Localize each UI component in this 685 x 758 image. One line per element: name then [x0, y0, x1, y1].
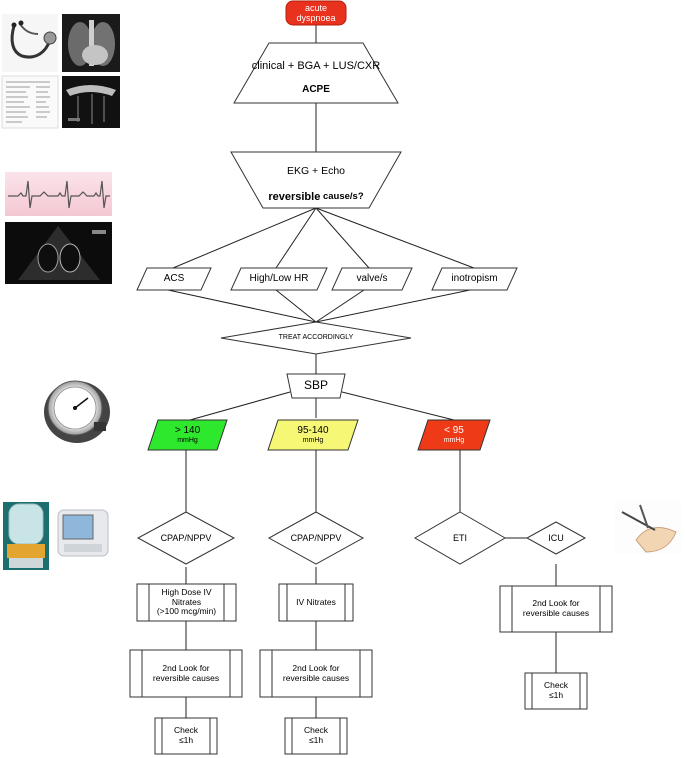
echocardiogram-photo	[5, 222, 112, 284]
cause-hr-shape	[230, 267, 328, 291]
stethoscope-photo	[2, 14, 58, 72]
start-label: acute dyspnoea	[296, 2, 336, 23]
sbp-high-text: > 140 mmHg	[148, 421, 227, 449]
cpap-helmet-photo	[3, 502, 49, 570]
cpap-label-1: CPAP/NPPV	[160, 532, 212, 543]
therapy-box-2	[278, 583, 354, 622]
look-label-1: 2nd Look for reversible causes	[152, 662, 220, 683]
assessment-trapezoid	[233, 42, 399, 104]
intubation-photo	[614, 500, 682, 554]
ventilator-photo	[53, 506, 111, 566]
connector-lines	[167, 24, 557, 718]
sbp-high-unit: mmHg	[177, 436, 198, 444]
therapy-box-1	[136, 583, 237, 622]
cause-inotropism-shape	[431, 267, 518, 291]
assessment-text: clinical + BGA + LUS/CXR	[251, 59, 381, 72]
check-label-1: Check ≤1h	[173, 725, 199, 745]
cause-valve: valve/s	[356, 273, 388, 285]
sbp-normal-range: 95-140	[297, 425, 329, 437]
eti-diamond	[414, 511, 506, 565]
look-box-1	[129, 649, 243, 698]
therapy-label-1: High Dose IV Nitrates (>100 mcg/min)	[156, 586, 217, 617]
sbp-low-range: < 95	[444, 425, 464, 437]
cpap-diamond-2	[267, 511, 365, 565]
sbp-normal-text: 95-140 mmHg	[268, 421, 358, 449]
check-box-3	[524, 672, 588, 710]
look-box-2	[259, 649, 373, 698]
eti-label: ETI	[452, 532, 467, 543]
cause-acs-shape	[136, 267, 212, 291]
check-label-2: Check ≤1h	[303, 725, 329, 745]
blood-gas-report-photo	[1, 75, 59, 129]
check-box-2	[284, 717, 348, 755]
sbp-label: SBP	[303, 378, 328, 393]
sbp-low-shape	[417, 419, 491, 451]
sbp-shape	[286, 373, 346, 399]
look-box-3	[499, 585, 613, 633]
cause-acs: ACS	[163, 273, 185, 285]
therapy-label-2: IV Nitrates	[296, 596, 336, 607]
icu-diamond	[525, 521, 587, 555]
sbp-normal-shape	[267, 419, 359, 451]
evaluation-text: EKG + Echo	[286, 164, 346, 177]
treat-label: TREAT ACCORDINGLY	[278, 333, 354, 341]
assessment-title: ACPE	[302, 84, 330, 96]
look-label-2: 2nd Look for reversible causes	[282, 662, 350, 683]
evaluation-question: reversible cause/s?	[231, 189, 401, 205]
start-terminator	[285, 0, 347, 26]
icu-label: ICU	[548, 532, 564, 543]
lung-ultrasound-photo	[62, 76, 120, 128]
cause-inotropism: inotropism	[451, 273, 498, 285]
chest-xray-photo	[62, 14, 120, 72]
sbp-low-text: < 95 mmHg	[418, 421, 490, 449]
check-box-1	[154, 717, 218, 755]
cpap-diamond-1	[136, 511, 236, 565]
sbp-normal-unit: mmHg	[302, 436, 324, 444]
check-label-3: Check ≤1h	[543, 680, 569, 700]
sbp-high-shape	[147, 419, 228, 451]
evaluation-bold: reversible	[268, 190, 321, 203]
sbp-low-unit: mmHg	[443, 436, 465, 444]
cause-hr: High/Low HR	[249, 273, 309, 285]
blood-pressure-gauge-photo	[44, 380, 110, 443]
cause-valve-shape	[331, 267, 413, 291]
treat-diamond	[220, 321, 412, 355]
evaluation-trapezoid	[230, 151, 402, 209]
ekg-strip-photo	[5, 172, 112, 216]
look-label-3: 2nd Look for reversible causes	[522, 598, 590, 618]
sbp-high-range: > 140	[174, 425, 201, 437]
cpap-label-2: CPAP/NPPV	[290, 532, 342, 543]
evaluation-rest: cause/s?	[320, 190, 364, 202]
